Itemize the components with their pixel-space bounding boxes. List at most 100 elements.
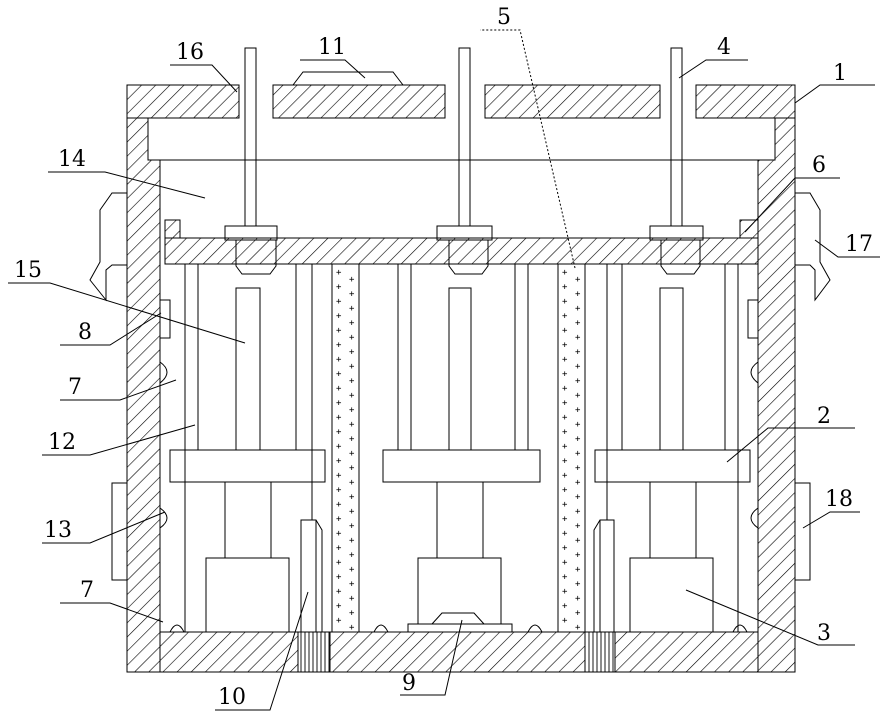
plus-mark: +	[575, 290, 581, 300]
plus-mark: +	[562, 283, 568, 293]
label-14: 14	[58, 147, 86, 172]
label-17: 17	[845, 232, 873, 257]
plus-mark: +	[349, 478, 355, 488]
unit-left	[170, 264, 325, 632]
plus-mark: +	[349, 449, 355, 459]
plus-mark: +	[336, 587, 342, 597]
plus-mark: +	[349, 290, 355, 300]
plus-mark: +	[349, 551, 355, 561]
plus-mark: +	[562, 616, 568, 626]
plus-mark: +	[575, 275, 581, 285]
housing	[127, 85, 795, 672]
unit-middle	[383, 264, 540, 624]
plus-mark: +	[349, 507, 355, 517]
label-1: 1	[833, 61, 847, 86]
plus-mark: +	[562, 558, 568, 568]
plus-mark: +	[349, 536, 355, 546]
plus-mark: +	[562, 515, 568, 525]
side-blocks	[160, 300, 758, 338]
label-4: 4	[717, 35, 731, 60]
plus-mark: +	[349, 319, 355, 329]
rod-left	[225, 48, 277, 274]
plus-mark: +	[336, 515, 342, 525]
plus-mark: +	[349, 348, 355, 358]
plus-mark: +	[575, 449, 581, 459]
plus-mark: +	[575, 565, 581, 575]
label-8: 8	[78, 320, 92, 345]
plus-mark: +	[336, 529, 342, 539]
plus-mark: +	[562, 297, 568, 307]
plus-mark: +	[562, 442, 568, 452]
plus-mark: +	[336, 283, 342, 293]
handle-left	[90, 193, 127, 300]
plus-mark: +	[336, 384, 342, 394]
plus-mark: +	[575, 522, 581, 532]
plus-mark: +	[562, 326, 568, 336]
label-3: 3	[817, 621, 831, 646]
plus-mark: +	[336, 602, 342, 612]
plus-mark: +	[562, 312, 568, 322]
plus-mark: +	[349, 377, 355, 387]
plus-mark: +	[349, 391, 355, 401]
plus-mark: +	[349, 594, 355, 604]
plus-mark: +	[575, 493, 581, 503]
plus-mark: +	[575, 536, 581, 546]
plus-mark: +	[562, 573, 568, 583]
plus-mark: +	[562, 500, 568, 510]
plus-mark: +	[575, 435, 581, 445]
plus-mark: +	[575, 507, 581, 517]
plus-mark: +	[349, 420, 355, 430]
plus-mark: +	[575, 580, 581, 590]
label-18: 18	[825, 487, 853, 512]
label-6: 6	[812, 153, 826, 178]
plus-mark: +	[562, 602, 568, 612]
top-knob	[293, 72, 403, 85]
plus-mark: +	[336, 457, 342, 467]
plus-mark: +	[336, 326, 342, 336]
floor-bumps	[170, 625, 747, 632]
plus-mark: +	[575, 464, 581, 474]
plus-mark: +	[336, 341, 342, 351]
plus-mark: +	[349, 435, 355, 445]
side-plate-right	[795, 483, 810, 580]
plus-mark: +	[562, 457, 568, 467]
plus-mark: +	[575, 594, 581, 604]
plus-mark: +	[336, 486, 342, 496]
plus-mark: +	[336, 573, 342, 583]
plus-mark: +	[562, 428, 568, 438]
plus-mark: +	[562, 399, 568, 409]
plus-mark: +	[336, 544, 342, 554]
label-9: 9	[402, 671, 416, 696]
label-2: 2	[817, 404, 831, 429]
plus-mark: +	[562, 384, 568, 394]
plus-mark: +	[336, 268, 342, 278]
plus-mark: +	[562, 355, 568, 365]
plus-mark: +	[562, 471, 568, 481]
plus-mark: +	[336, 413, 342, 423]
plus-mark: +	[336, 297, 342, 307]
plus-mark: +	[349, 623, 355, 633]
plus-mark: +	[349, 362, 355, 372]
rod-middle	[437, 48, 492, 274]
plus-mark: +	[562, 341, 568, 351]
plus-mark: +	[562, 587, 568, 597]
plus-mark: +	[575, 623, 581, 633]
plus-mark: +	[575, 362, 581, 372]
plus-mark: +	[562, 370, 568, 380]
plus-mark: +	[336, 500, 342, 510]
clamp-plate-left	[301, 520, 322, 632]
plus-mark: +	[336, 471, 342, 481]
plus-mark: +	[562, 413, 568, 423]
plus-mark: +	[336, 558, 342, 568]
plus-mark: +	[336, 442, 342, 452]
plus-mark: +	[336, 312, 342, 322]
label-13: 13	[44, 518, 72, 543]
label-12: 12	[48, 430, 76, 455]
plus-mark: +	[575, 333, 581, 343]
pressing-plate	[165, 220, 758, 264]
plus-mark: +	[336, 616, 342, 626]
label-7a: 7	[68, 375, 82, 400]
plus-mark: +	[575, 420, 581, 430]
plus-mark: +	[575, 406, 581, 416]
plus-mark: +	[336, 355, 342, 365]
